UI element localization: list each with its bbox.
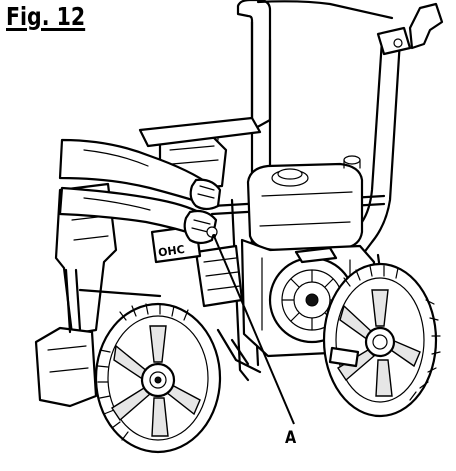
chassis-lower [216, 328, 360, 374]
figure-title: Fig. 12 [6, 2, 86, 31]
svg-text:OHC: OHC [157, 243, 185, 260]
callout-label-a: A [285, 428, 297, 448]
pump-assembly: OHC [34, 182, 202, 408]
callout-a-leader [212, 234, 295, 425]
operator-hands [58, 138, 222, 245]
left-wheel [94, 302, 222, 454]
right-wheel [322, 262, 441, 418]
